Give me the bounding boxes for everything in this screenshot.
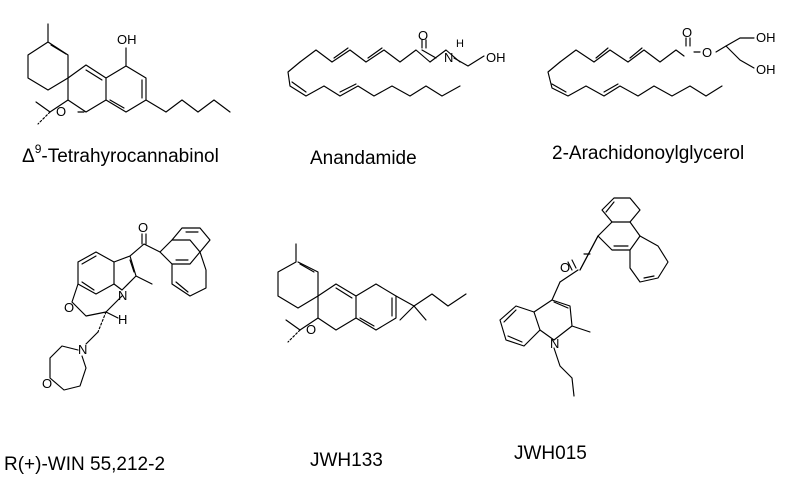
thc-oh-label: OH	[117, 32, 137, 47]
win-caption: R(+)-WIN 55,212-2	[4, 454, 166, 475]
anandamide-caption: Anandamide	[310, 148, 417, 169]
thc-caption: Δ9-Tetrahyrocannabinol	[22, 143, 219, 168]
thc-caption-name: -Tetrahyrocannabinol	[41, 146, 219, 167]
jwh015-caption: JWH015	[514, 443, 587, 464]
win-morph-o-label: O	[42, 376, 52, 391]
2ag-ester-o-label: O	[702, 45, 712, 60]
thc-caption-sup: 9	[34, 142, 42, 156]
anandamide-structure: O H N OH	[287, 28, 506, 97]
anandamide-oh-label: OH	[486, 50, 506, 65]
win-structure: O O N H N O	[42, 220, 211, 391]
2ag-caption: 2-Arachidonoylglycerol	[552, 143, 745, 164]
anandamide-n-label: N	[444, 50, 453, 65]
2ag-structure: O O OH OH	[547, 25, 776, 97]
win-morph-n-label: N	[78, 342, 87, 357]
anandamide-o-label: O	[418, 28, 428, 43]
jwh133-caption: JWH133	[310, 450, 383, 471]
win-ketone-o-label: O	[138, 220, 148, 235]
jwh015-o-label: O	[560, 260, 570, 275]
thc-caption-delta: Δ	[22, 146, 35, 167]
2ag-oh1-label: OH	[756, 30, 776, 45]
jwh015-n-label: N	[550, 336, 559, 351]
2ag-oh2-label: OH	[756, 62, 776, 77]
jwh015-structure: O N	[499, 197, 669, 397]
thc-structure: OH O	[27, 23, 231, 125]
jwh133-o-label: O	[306, 322, 316, 337]
anandamide-h-label: H	[456, 38, 464, 50]
win-h-label: H	[118, 312, 127, 327]
2ag-carbonyl-o-label: O	[682, 25, 692, 40]
win-indole-n-label: N	[118, 288, 127, 303]
thc-o-label: O	[56, 104, 66, 119]
win-ring-o-label: O	[64, 300, 74, 315]
jwh133-structure: O	[277, 243, 467, 343]
